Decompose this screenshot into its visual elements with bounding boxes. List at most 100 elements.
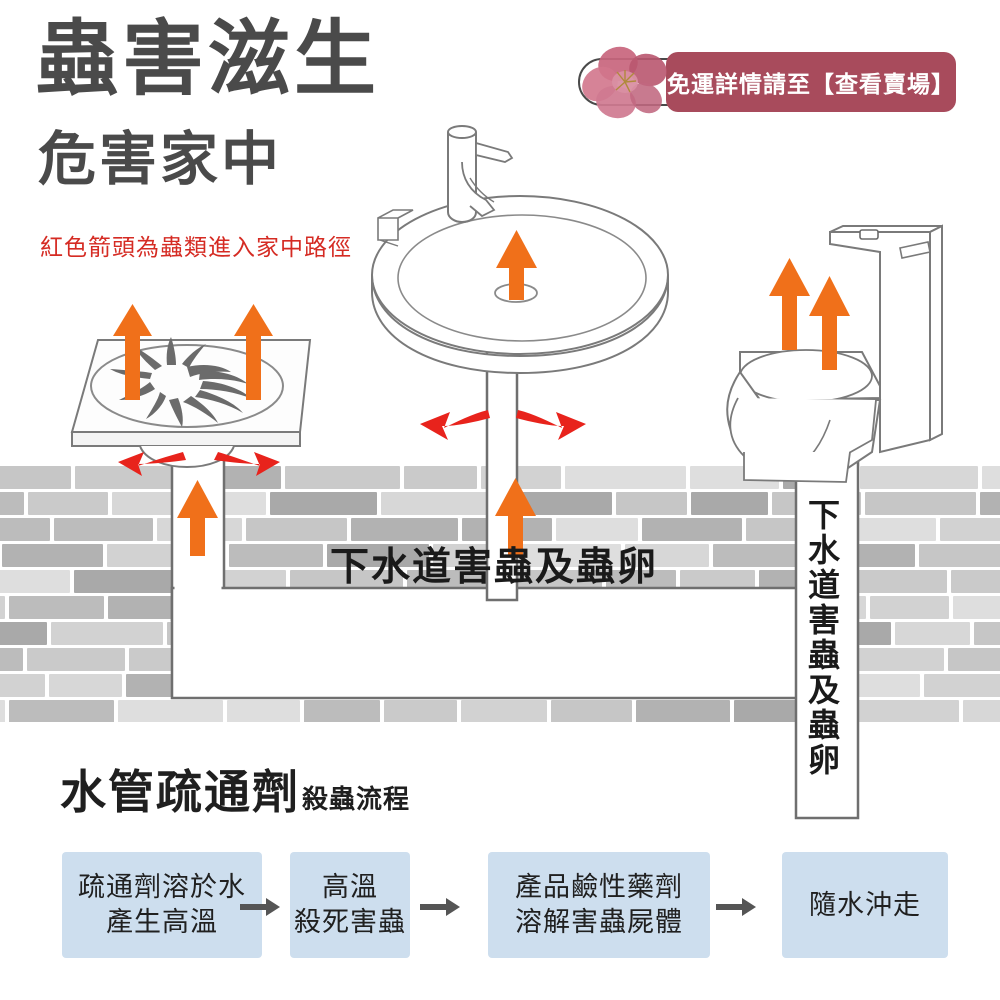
section-heading-main: 水管疏通劑 [60,766,300,818]
brick [0,518,50,541]
flow-step-line1: 疏通劑溶於水 [78,872,246,903]
flow-arrow-3 [716,898,756,916]
brick [327,544,429,567]
brick [515,648,615,671]
flow-step-label-1: 疏通劑溶於水產生高溫 [52,852,272,958]
brick [0,648,23,671]
brick [0,466,71,489]
brick [303,648,406,671]
brick [556,518,638,541]
brick [167,622,265,645]
page-title-line1: 蟲害滋生 [36,14,381,105]
flow-step-line1: 產品鹼性藥劑 [515,872,683,903]
brick [51,622,163,645]
brick [847,570,947,593]
brick [239,674,309,697]
brick [616,492,687,515]
brick [974,622,1000,645]
flow-step-line1: 高溫 [322,872,378,903]
brick [285,466,400,489]
brick [410,648,511,671]
brick-row [0,622,1000,648]
brick [698,674,802,697]
brick [177,466,281,489]
floor-drain-icon [70,337,312,468]
brick [193,570,286,593]
brick [919,544,1000,567]
flow-arrow-2 [420,898,460,916]
brick [2,544,103,567]
brick [783,466,856,489]
brick [381,492,495,515]
brick [924,674,1000,697]
brick [28,492,108,515]
brick [429,674,508,697]
brick [222,596,341,619]
brick [948,648,1000,671]
brick [870,596,949,619]
brick [980,492,1000,515]
brick [680,570,755,593]
flow-step-line2: 殺死害蟲 [294,907,406,937]
brick [351,518,458,541]
brick [304,700,380,722]
pipe-label-vertical: 下水道害蟲及蟲卵 [804,498,840,778]
brick-row [0,674,1000,700]
brick [642,518,742,541]
brick [580,622,685,645]
brick [982,466,1000,489]
brick [0,674,45,697]
brick [499,492,612,515]
brick [9,596,104,619]
brick [112,492,185,515]
brick [269,622,348,645]
brick [129,648,222,671]
brick [49,674,122,697]
flow-step-box-4 [782,852,948,958]
brick [126,674,235,697]
brick [691,492,768,515]
brick [459,622,576,645]
flow-arrow-1 [240,898,280,916]
brick [461,700,547,722]
badge-label: 免運詳情請至【查看賣場】 [667,71,955,97]
brick [519,544,621,567]
page-title-line2: 危害家中 [38,127,283,192]
brick [551,700,632,722]
brick [246,518,347,541]
brick [636,700,730,722]
brick [690,466,779,489]
brick [951,570,1000,593]
brick [843,518,936,541]
section-heading: 水管疏通劑 殺蟲流程 [60,756,410,822]
flow-step-label-4: 隨水沖走 [778,852,952,958]
brick [940,518,1000,541]
badge-fill: 免運詳情請至【查看賣場】 [666,52,956,112]
brick [619,648,735,671]
flow-step-label-2: 高溫殺死害蟲 [278,852,422,958]
brick [0,492,24,515]
brick-row [0,700,1000,722]
flow-step-box-3 [488,852,710,958]
brick [0,570,70,593]
brick [858,700,959,722]
flow-step-line2: 產生高溫 [106,907,218,937]
flow-step-box-2 [290,852,410,958]
sakura-flower-icon [582,46,667,119]
brick [189,492,266,515]
brick [512,674,590,697]
legend-note: 紅色箭頭為蟲類進入家中路徑 [40,234,352,260]
pipe-label-horizontal: 下水道害蟲及蟲卵 [330,546,659,589]
shipping-badge[interactable]: 免運詳情請至【查看賣場】 [578,46,958,119]
brick [860,466,978,489]
section-heading-sub: 殺蟲流程 [302,784,411,814]
brick [9,700,114,722]
brick [594,674,694,697]
brick [865,492,976,515]
brick [625,544,709,567]
brick [659,596,746,619]
sink-faucet-icon [371,125,669,375]
brick [0,596,5,619]
brick [270,492,377,515]
brick-row [0,596,1000,622]
